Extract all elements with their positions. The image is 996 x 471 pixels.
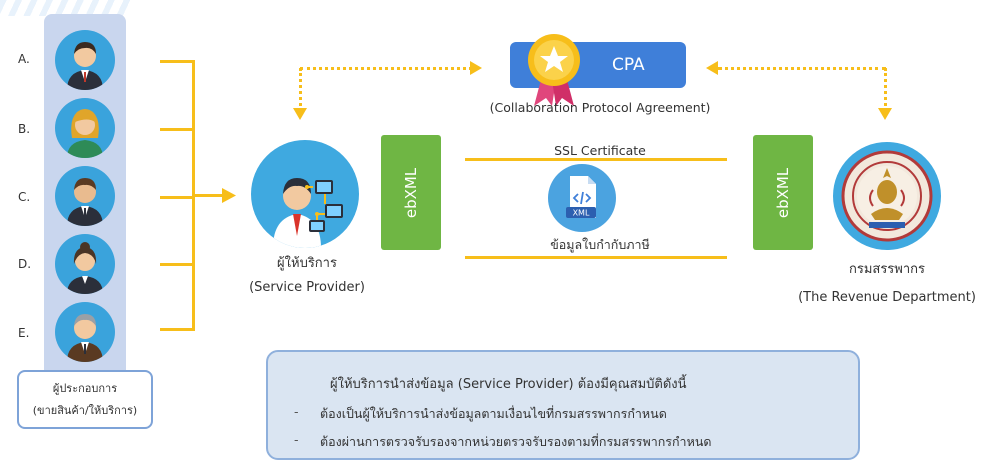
xml-badge-text: XML [573,209,590,218]
service-provider-label: ผู้ให้บริการ (Service Provider) [232,252,382,300]
ssl-channel-line [465,158,727,161]
cpa-label: CPA [612,55,645,75]
revenue-department-label-th: กรมสรรพากร [848,262,926,277]
arrow-right-icon [222,188,236,203]
service-provider-label-en: (Service Provider) [249,280,365,295]
award-badge-icon [528,34,580,106]
requirement-item-1: ต้องเป็นผู้ให้บริการนำส่งข้อมูลตามเงื่อน… [320,406,667,421]
entity-label-c: C. [18,190,31,204]
revenue-department-label-en: (The Revenue Department) [798,290,976,305]
avatar-woman-icon [55,98,115,158]
revenue-department-label: กรมสรรพากร (The Revenue Department) [782,256,992,312]
connector-line [160,263,194,266]
requirements-box [266,350,860,460]
connector-arrow-shaft [194,194,224,197]
ssl-certificate-label: SSL Certificate [554,143,646,158]
dotted-connector [718,67,886,70]
connector-line [160,328,194,331]
data-channel-line [465,256,727,259]
dotted-connector [299,68,302,112]
ebxml-label: ebXML [401,167,420,218]
connector-line [160,128,194,131]
avatar-man-icon [55,166,115,226]
arrow-down-icon [878,108,892,120]
revenue-department-seal-icon [833,142,941,250]
bullet-marker: - [294,404,299,419]
cpa-caption: (Collaboration Protocol Agreement) [489,100,711,115]
entity-caption-line1: ผู้ประกอบการ [52,382,118,395]
connector-line [160,196,194,199]
dotted-connector [884,68,887,112]
connector-bracket [192,60,195,331]
avatar-older-man-icon [55,302,115,362]
service-provider-label-th: ผู้ให้บริการ [277,256,337,271]
arrow-left-icon [706,61,718,75]
entity-caption: ผู้ประกอบการ (ขายสินค้า/ให้บริการ) [17,370,153,429]
connector-line [160,60,194,63]
arrow-down-icon [293,108,307,120]
entity-caption-line2: (ขายสินค้า/ให้บริการ) [32,404,138,417]
requirements-title: ผู้ให้บริการนำส่งข้อมูล (Service Provide… [330,377,687,392]
bullet-marker: - [294,432,299,447]
tax-invoice-data-label: ข้อมูลใบกำกับภาษี [550,237,650,252]
entity-label-d: D. [18,257,32,271]
ebxml-label: ebXML [773,167,792,218]
arrow-right-icon [470,61,482,75]
service-provider-icon [251,140,359,248]
decorative-stripes [0,0,130,16]
entity-label-a: A. [18,52,30,66]
entity-label-e: E. [18,326,30,340]
requirement-item-2: ต้องผ่านการตรวจรับรองจากหน่วยตรวจรับรองต… [320,434,712,449]
avatar-woman-icon [55,234,115,294]
xml-file-icon: XML [548,164,616,232]
ebxml-box-right: ebXML [753,135,813,250]
dotted-connector [300,67,472,70]
avatar-man-icon [55,30,115,90]
ebxml-box-left: ebXML [381,135,441,250]
entity-label-b: B. [18,122,31,136]
